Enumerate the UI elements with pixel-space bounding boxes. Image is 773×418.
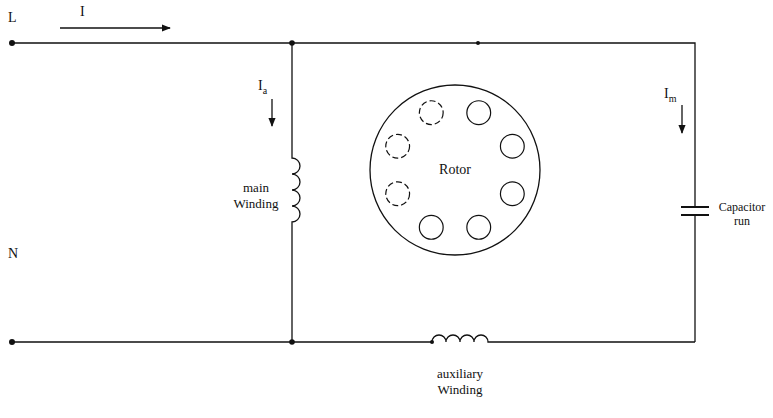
capacitor-label: Capacitor run xyxy=(714,200,770,229)
neutral-wire xyxy=(12,335,695,342)
rotor-bar xyxy=(467,215,491,239)
neutral-terminal-label: N xyxy=(8,246,38,263)
junction-dot xyxy=(430,340,434,344)
rotor-bar xyxy=(467,101,491,125)
junction-dot xyxy=(289,339,295,345)
rotor-bar xyxy=(386,134,410,158)
current-arrow xyxy=(60,27,170,28)
rotor-bar xyxy=(386,182,410,206)
current-label: Ia xyxy=(258,78,288,97)
rotor-bar xyxy=(419,101,443,125)
winding-label: main Winding xyxy=(226,180,286,211)
rotor-circle-outline xyxy=(370,85,540,255)
line-terminal-label: L xyxy=(8,10,38,27)
rotor-bar xyxy=(500,134,524,158)
terminal-dot xyxy=(9,40,15,46)
rotor-bar xyxy=(419,215,443,239)
terminal-dot xyxy=(9,339,15,345)
current-arrow xyxy=(271,99,272,126)
winding-label: auxiliary Winding xyxy=(422,366,498,397)
main-winding-coil xyxy=(292,43,300,342)
junction-dot xyxy=(476,41,480,45)
junction-dot xyxy=(289,40,295,46)
current-label: I xyxy=(80,4,110,21)
current-label: Im xyxy=(664,86,694,105)
rotor-circle: Rotor xyxy=(368,83,542,257)
current-arrow xyxy=(681,105,682,133)
capacitor-wire xyxy=(694,215,695,342)
rotor-label: Rotor xyxy=(439,162,471,178)
capacitor-symbol xyxy=(681,207,709,215)
line-wire xyxy=(12,43,695,207)
rotor-bar xyxy=(500,182,524,206)
